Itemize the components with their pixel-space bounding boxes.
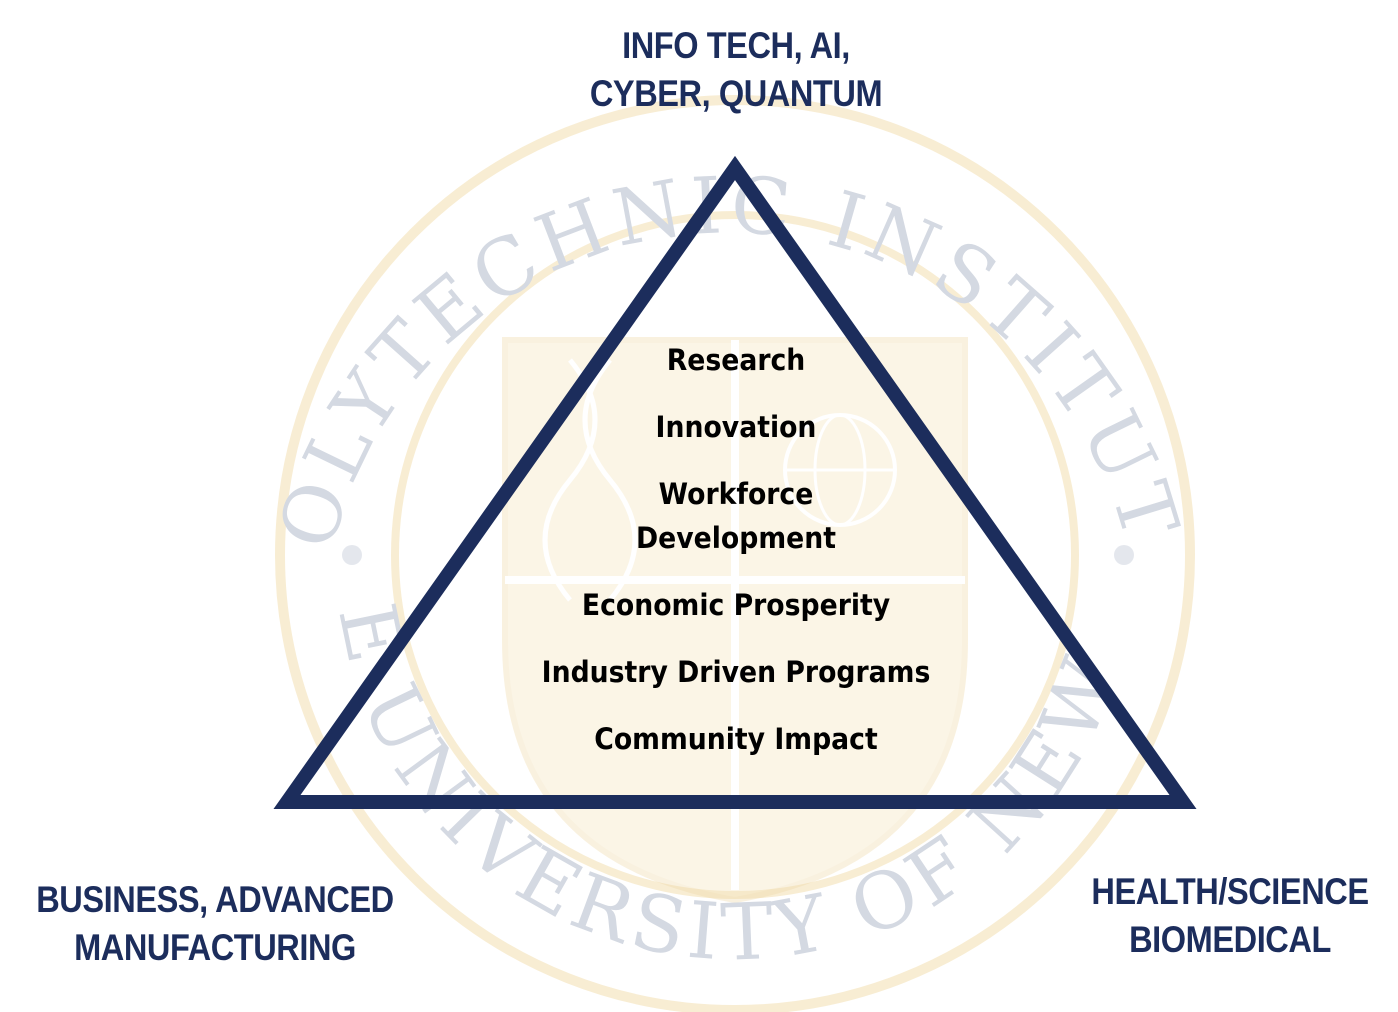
corner-label-bottom-left: BUSINESS, ADVANCED MANUFACTURING xyxy=(35,876,396,972)
corner-label-bottom-right: HEALTH/SCIENCE BIOMEDICAL xyxy=(1080,868,1379,964)
pillar-research-label: Research xyxy=(666,343,806,377)
pillar-industry-driven-programs: Industry Driven Programs xyxy=(506,650,966,694)
seal-shield xyxy=(502,337,968,904)
pillar-economic-prosperity: Economic Prosperity xyxy=(506,583,966,627)
pillar-industry-driven-programs-label: Industry Driven Programs xyxy=(541,655,931,689)
pillar-workforce-development-line-2: Development xyxy=(636,521,836,555)
corner-label-bottom-right-line-2: BIOMEDICAL xyxy=(1129,919,1331,960)
globe-icon xyxy=(783,413,897,527)
corner-label-bottom-left-line-1: BUSINESS, ADVANCED xyxy=(36,879,394,920)
pillar-economic-prosperity-label: Economic Prosperity xyxy=(581,588,891,622)
pillar-workforce-development: Workforce Development xyxy=(506,472,966,560)
corner-label-top-line-2: CYBER, QUANTUM xyxy=(589,73,883,114)
pillar-workforce-development-line-1: Workforce xyxy=(658,477,814,511)
pillar-community-impact-label: Community Impact xyxy=(594,722,878,756)
pyramid-triangle xyxy=(273,155,1197,809)
pillar-community-impact: Community Impact xyxy=(506,717,966,761)
seal-dot-left xyxy=(342,545,362,565)
pillar-research: Research xyxy=(506,338,966,382)
corner-label-bottom-right-line-1: HEALTH/SCIENCE xyxy=(1091,871,1369,912)
seal-rings xyxy=(275,95,1195,1012)
seal-dot-right xyxy=(1114,545,1134,565)
pillar-innovation: Innovation xyxy=(506,405,966,449)
pillar-list: Research Innovation Workforce Developmen… xyxy=(506,338,966,784)
dna-helix-icon xyxy=(542,358,598,602)
corner-label-top-line-1: INFO TECH, AI, xyxy=(622,25,850,66)
corner-label-top: INFO TECH, AI, CYBER, QUANTUM xyxy=(560,22,912,118)
corner-label-bottom-left-line-2: MANUFACTURING xyxy=(74,927,356,968)
pillar-innovation-label: Innovation xyxy=(655,410,817,444)
